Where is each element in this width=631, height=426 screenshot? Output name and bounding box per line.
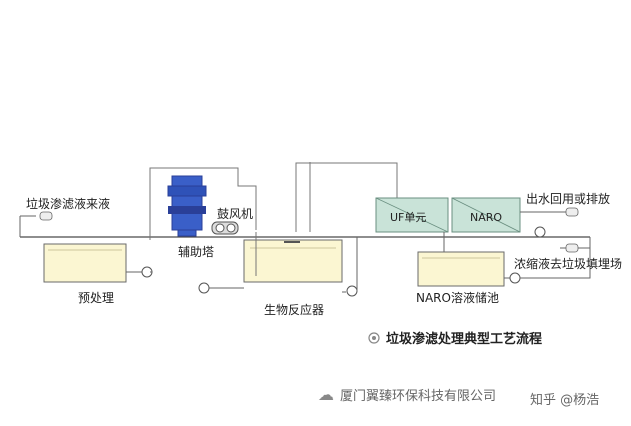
bioreactor-tank [243,239,343,283]
label-naro-unit: NARO [470,211,502,224]
label-leachate-in: 垃圾渗滤液来液 [26,196,110,211]
naro-membrane-line [451,197,521,233]
naro-pump-icon [534,226,546,238]
label-pretreat: 预处理 [78,291,114,305]
label-concentrate: 浓缩液去垃圾填埋场 [514,256,622,271]
label-uf-unit: UF单元 [390,211,426,224]
return-line-uf [295,162,398,232]
wechat-icon: ☁ [318,385,334,404]
watermark-platform: 知乎 @杨浩 [530,392,599,408]
caption-bullet-dot [372,336,376,340]
label-naro-tank: NARO溶液储池 [416,290,499,305]
watermark-company: 厦门翼臻环保科技有限公司 [340,389,496,404]
label-blower: 鼓风机 [217,207,253,221]
naro-tank-return [520,237,591,279]
label-aux-tower: 辅助塔 [178,245,214,259]
diagram-caption: 垃圾渗滤处理典型工艺流程 [386,331,542,347]
aux-loop-line [149,167,257,240]
recirc-pump-icon [198,282,210,294]
aux-tower-icon [167,175,207,237]
naro-storage-tank [417,251,505,287]
label-bioreactor: 生物反应器 [264,302,324,317]
inlet-nozzle-icon [39,211,53,221]
blower-icon [211,221,239,235]
uf-membrane-line [375,197,449,233]
label-effluent: 出水回用或排放 [526,191,610,206]
bio-out-pump-icon [346,285,358,297]
effluent-nozzle-icon [565,207,579,217]
caption-bullet-icon [368,332,380,344]
concentrate-nozzle-icon [565,243,579,253]
naro-tank-pump-icon [509,272,521,284]
